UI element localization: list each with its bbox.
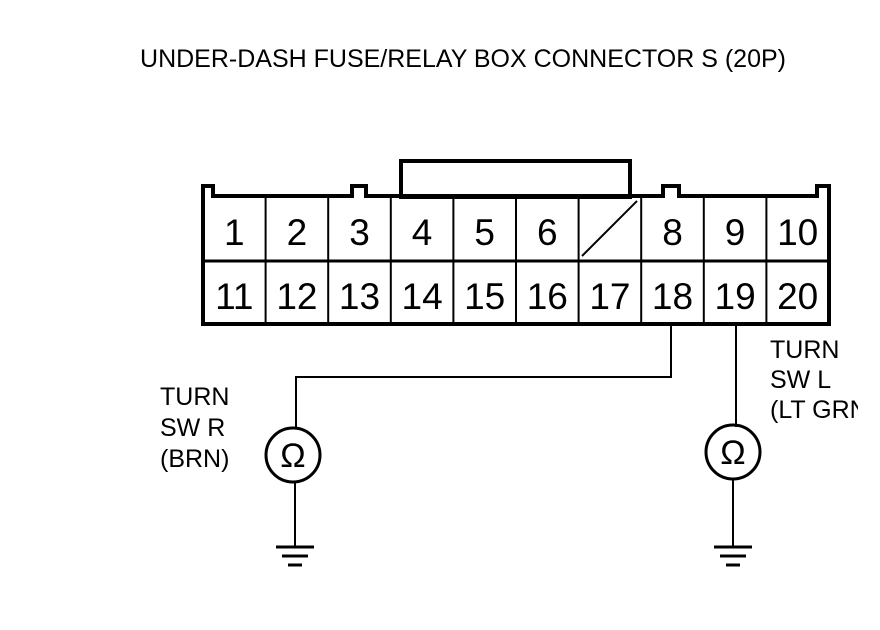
right-circuit-label: TURN SW L (LT GRN) <box>770 336 876 424</box>
pin-16-label: 16 <box>527 276 568 317</box>
pin-14-label: 14 <box>402 276 443 317</box>
ohm-symbol-right: Ω <box>720 434 745 472</box>
diagram-title: UNDER-DASH FUSE/RELAY BOX CONNECTOR S (2… <box>140 45 786 73</box>
pin-15-label: 15 <box>464 276 505 317</box>
right-label-line1: TURN <box>770 336 839 364</box>
empty-cavity-slash <box>581 200 638 257</box>
pin-3-label: 3 <box>349 212 370 253</box>
ground-symbol-left <box>276 545 314 567</box>
connector-lock-tab <box>399 159 632 199</box>
pin-10-label: 10 <box>777 212 818 253</box>
pin-1-label: 1 <box>224 212 245 253</box>
pin-2-label: 2 <box>287 212 308 253</box>
connector-housing <box>201 184 831 326</box>
pin-11-label: 11 <box>215 276 253 317</box>
right-label-line3: (LT GRN) <box>770 396 876 424</box>
ohmmeter-left <box>264 426 322 484</box>
pin-19-label: 19 <box>715 276 756 317</box>
left-label-line2: SW R <box>160 414 225 442</box>
pin-5-label: 5 <box>474 212 495 253</box>
left-circuit-label: TURN SW R (BRN) <box>160 383 229 473</box>
left-label-line1: TURN <box>160 383 229 411</box>
pin-6-label: 6 <box>537 212 558 253</box>
wire-pin-18 <box>295 324 672 429</box>
ohm-symbol-left: Ω <box>280 437 305 475</box>
pin-separators <box>264 196 768 324</box>
left-label-line3: (BRN) <box>160 445 229 473</box>
right-label-line2: SW L <box>770 366 831 394</box>
pin-4-label: 4 <box>412 212 433 253</box>
pin-17-label: 17 <box>589 276 630 317</box>
ground-symbol-right <box>714 545 752 567</box>
pin-20-label: 20 <box>777 276 818 317</box>
pin-8-label: 8 <box>662 212 683 253</box>
pin-9-label: 9 <box>725 212 746 253</box>
pin-18-label: 18 <box>652 276 693 317</box>
pin-12-label: 12 <box>276 276 317 317</box>
pin-13-label: 13 <box>339 276 380 317</box>
